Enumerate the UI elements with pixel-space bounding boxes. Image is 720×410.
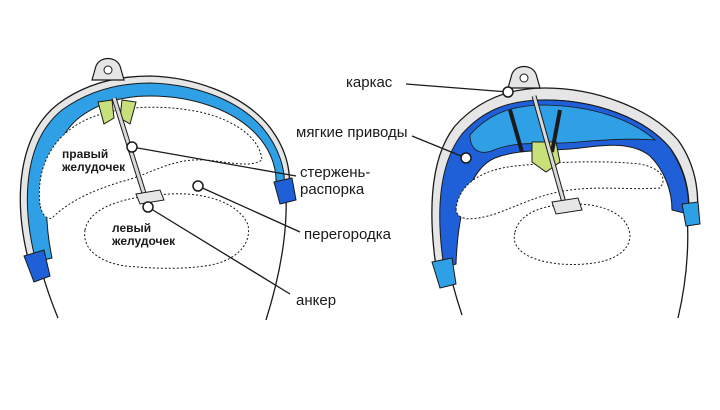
right-soft-actuator-light	[469, 104, 657, 153]
left-pointers	[131, 146, 301, 295]
left-actuator-end-left	[23, 249, 51, 283]
right-ventricle-label-line2: желудочек	[62, 160, 126, 174]
anchor-label: анкер	[296, 292, 337, 309]
right-lower-anchor	[551, 197, 583, 215]
right-rod-core	[532, 95, 568, 211]
anchor-pointer-dot	[142, 201, 154, 213]
right-ventricle-label-line1: правый	[62, 147, 109, 161]
rod-pointer-dot	[126, 141, 138, 153]
septum-pointer-dot	[192, 180, 204, 192]
left-ventricle-label: левый желудочек	[112, 222, 175, 248]
right-actuator-end-right	[681, 201, 701, 227]
left-actuator-end-right	[273, 177, 297, 205]
soft-actuators-label: мягкие приводы	[296, 124, 408, 141]
frame-pointer-dot	[502, 86, 514, 98]
left-mount-hole	[103, 65, 113, 75]
right-mount-hole	[519, 73, 529, 83]
left-upper-anchor-left	[97, 99, 115, 125]
rod-label: стержень- распорка	[300, 164, 370, 198]
left-heart-figure	[19, 57, 297, 321]
right-heart-figure	[431, 65, 701, 319]
left-ventricle-label-line2: желудочек	[112, 234, 176, 248]
right-left-ventricle-cavity	[513, 203, 631, 265]
right-pointers	[405, 83, 509, 159]
actuator-pointer-dot	[460, 152, 472, 164]
septum-label: перегородка	[304, 226, 391, 243]
left-right-ventricle-cavity	[38, 106, 263, 219]
rod-label-line1: стержень-	[300, 164, 371, 181]
right-strut-left	[508, 109, 524, 153]
right-ventricle-label: правый желудочек	[62, 148, 125, 174]
left-lower-anchor	[135, 189, 165, 205]
rod-label-line2: распорка	[300, 181, 365, 198]
right-strut-right	[550, 109, 562, 153]
left-ventricle-label-line1: левый	[112, 221, 152, 235]
frame-label: каркас	[346, 74, 393, 91]
right-actuator-end-left	[431, 257, 457, 289]
